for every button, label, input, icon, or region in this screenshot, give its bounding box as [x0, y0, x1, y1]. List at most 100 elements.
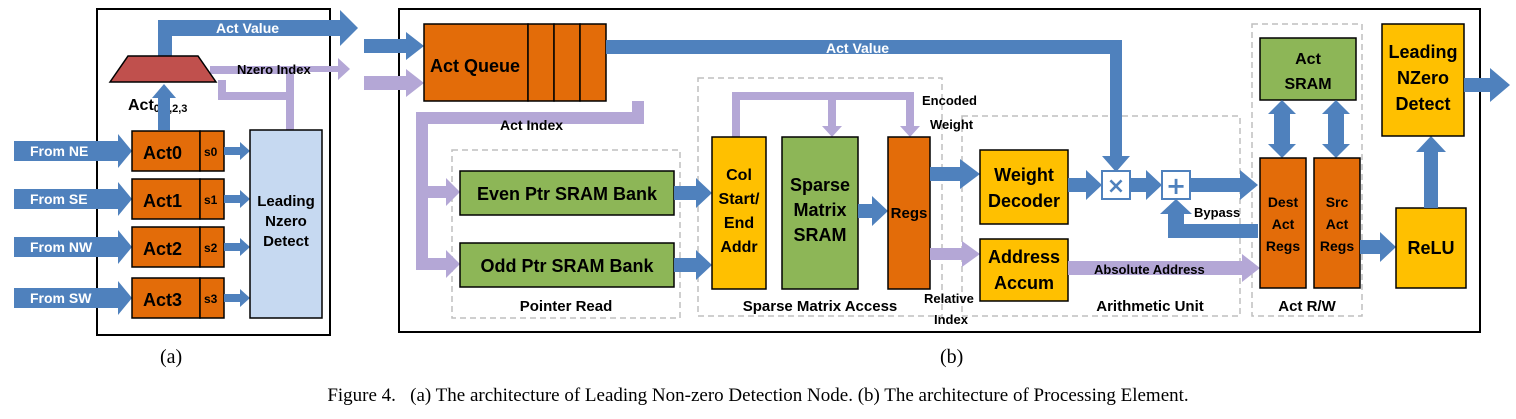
- leading-nzero-detect-a: [249, 129, 323, 319]
- act-queue: [423, 23, 529, 102]
- figure-caption: Figure 4. (a) The architecture of Leadin…: [327, 385, 1188, 406]
- act-value-in-arrow: [364, 32, 424, 60]
- add-to-dest-arrow: [1190, 170, 1258, 200]
- even-ptr-label: Even Ptr SRAM Bank: [477, 184, 658, 204]
- src-regs-line1: Src: [1326, 194, 1349, 210]
- odd-ptr-sram: [459, 242, 675, 288]
- act-queue-slot: [579, 23, 607, 102]
- encoded-weight-line1: Encoded: [922, 93, 977, 108]
- absolute-address-arrow: [1068, 254, 1260, 282]
- sparse-sram-line1: Sparse: [790, 175, 850, 195]
- panel-a-inputs: From NE From SE From NW From SW: [14, 134, 132, 315]
- col-start-end-addr: [711, 136, 767, 290]
- relative-index-line1: Relative: [924, 291, 974, 306]
- relu-label: ReLU: [1407, 238, 1454, 258]
- act-sram-line1: Act: [1295, 51, 1321, 68]
- sel-reg: [199, 226, 225, 268]
- input-arrow: [14, 281, 132, 315]
- regs-to-accum-arrow: [930, 241, 980, 267]
- sel-arrow: [224, 190, 250, 208]
- multiplier: [1101, 170, 1131, 200]
- col-addr-line3: End: [724, 215, 754, 232]
- nzero-index-label: Nzero Index: [237, 62, 311, 77]
- input-label: From SE: [30, 191, 88, 207]
- encoded-weight-line2: Weight: [930, 117, 974, 132]
- act-queue-slot: [553, 23, 581, 102]
- act-value-label-a: Act Value: [216, 20, 279, 36]
- dest-regs-line2: Act: [1272, 216, 1295, 232]
- act-index-label: Act Index: [500, 117, 563, 133]
- act-reg: [131, 130, 201, 172]
- act-reg-label: Act0: [143, 143, 182, 163]
- relu: [1395, 207, 1467, 289]
- input-arrow: [14, 134, 132, 168]
- weight-decoder-line1: Weight: [994, 165, 1054, 185]
- detect-b-line1: Leading: [1388, 42, 1457, 62]
- sram-to-regs-arrow: [858, 196, 888, 226]
- act-reg: [131, 226, 201, 268]
- odd-ptr-label: Odd Ptr SRAM Bank: [480, 256, 654, 276]
- act-rw-label: Act R/W: [1278, 298, 1336, 315]
- acts-to-mux-arrow: [152, 84, 176, 130]
- dest-regs-line3: Regs: [1266, 238, 1300, 254]
- act-index-in-arrow: [364, 69, 424, 97]
- sel-arrow: [224, 238, 250, 256]
- act-reg-label: Act1: [143, 191, 182, 211]
- sel-label: s1: [204, 193, 218, 207]
- act-reg-label: Act3: [143, 290, 182, 310]
- weight-decoder: [979, 149, 1069, 225]
- act-rw-region: [1251, 23, 1363, 317]
- sparse-sram-line3: SRAM: [794, 225, 847, 245]
- encoded-weight-loop: [732, 92, 920, 137]
- sel-arrow: [224, 289, 250, 307]
- sparse-sram-line2: Matrix: [793, 200, 846, 220]
- dest-regs-line1: Dest: [1268, 194, 1299, 210]
- sel-reg: [199, 178, 225, 220]
- pointer-read-label: Pointer Read: [520, 298, 613, 315]
- adder-symbol-icon: +: [1166, 172, 1186, 200]
- act-queue-label: Act Queue: [430, 56, 520, 76]
- panel-b-frame: [398, 8, 1481, 333]
- sub-label-a: (a): [160, 346, 182, 368]
- address-accum-line1: Address: [988, 247, 1060, 267]
- bypass-label: Bypass: [1194, 205, 1240, 220]
- act-value-label-b: Act Value: [826, 40, 889, 56]
- sram-src-bidir-arrow: [1322, 100, 1350, 158]
- input-label: From NW: [30, 239, 93, 255]
- leading-nzero-detect-b: [1381, 23, 1465, 137]
- act-index-arrow: [416, 101, 644, 278]
- act-value-arrow-a: [158, 10, 358, 56]
- arith-unit-region: [961, 115, 1241, 317]
- pointer-read-region: [451, 149, 681, 319]
- decoder-to-mult-arrow: [1068, 170, 1102, 200]
- sram-dest-bidir-arrow: [1268, 100, 1296, 158]
- detect-a-line2: Nzero: [265, 213, 307, 230]
- relu-to-detect-arrow: [1416, 136, 1446, 208]
- input-label: From SW: [30, 290, 92, 306]
- bypass-arrow: [1160, 199, 1258, 238]
- act-reg-label: Act2: [143, 239, 182, 259]
- sel-arrows: [224, 142, 250, 307]
- sub-label-b: (b): [940, 346, 963, 368]
- act-registers: Act0 Act1 Act2 Act3 s0 s1 s2 s3: [131, 130, 225, 319]
- act-reg: [131, 277, 201, 319]
- sel-label: s2: [204, 241, 218, 255]
- col-addr-line1: Col: [726, 167, 752, 184]
- absolute-address-label: Absolute Address: [1094, 262, 1205, 277]
- input-label: From NE: [30, 143, 88, 159]
- sparse-matrix-sram: [781, 136, 859, 290]
- sel-arrow: [224, 142, 250, 160]
- dest-act-regs: [1259, 157, 1307, 289]
- act-value-arrow-b: [606, 40, 1130, 172]
- output-arrow: [1464, 68, 1510, 102]
- sel-reg: [199, 130, 225, 172]
- mux-select-arrow: [218, 80, 286, 100]
- even-to-col-arrow: [674, 178, 712, 208]
- regs-to-decoder-arrow: [930, 159, 980, 189]
- panel-a-frame: [96, 8, 331, 336]
- detect-a-line1: Leading: [257, 193, 315, 210]
- odd-to-col-arrow: [674, 250, 712, 280]
- src-act-regs: [1313, 157, 1361, 289]
- detect-a-line3: Detect: [263, 233, 309, 250]
